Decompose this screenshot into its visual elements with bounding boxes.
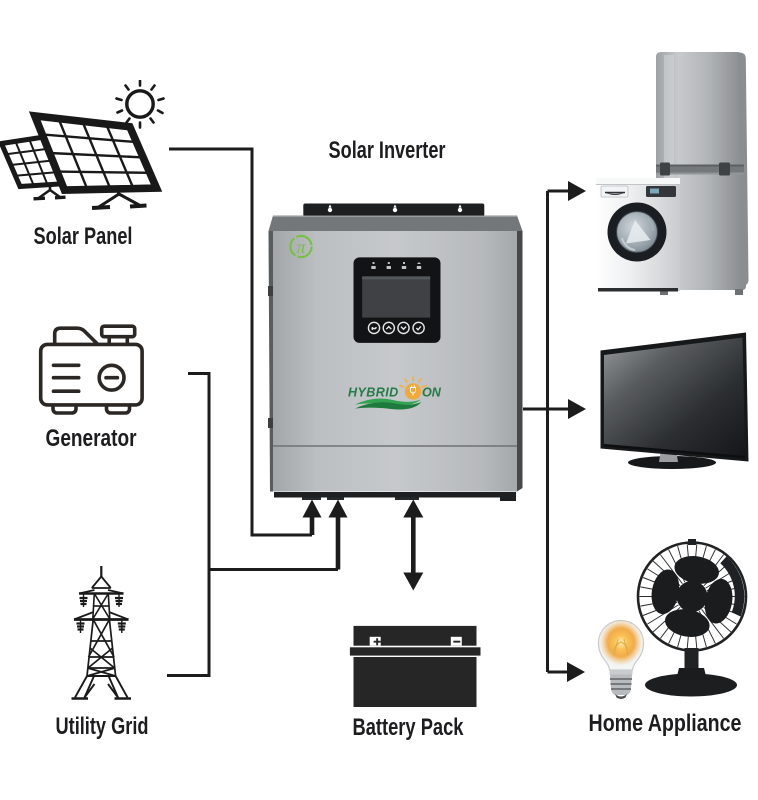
svg-text:HYBRID: HYBRID [348, 386, 399, 400]
svg-text:π: π [296, 237, 306, 257]
svg-text:ON: ON [422, 386, 442, 400]
